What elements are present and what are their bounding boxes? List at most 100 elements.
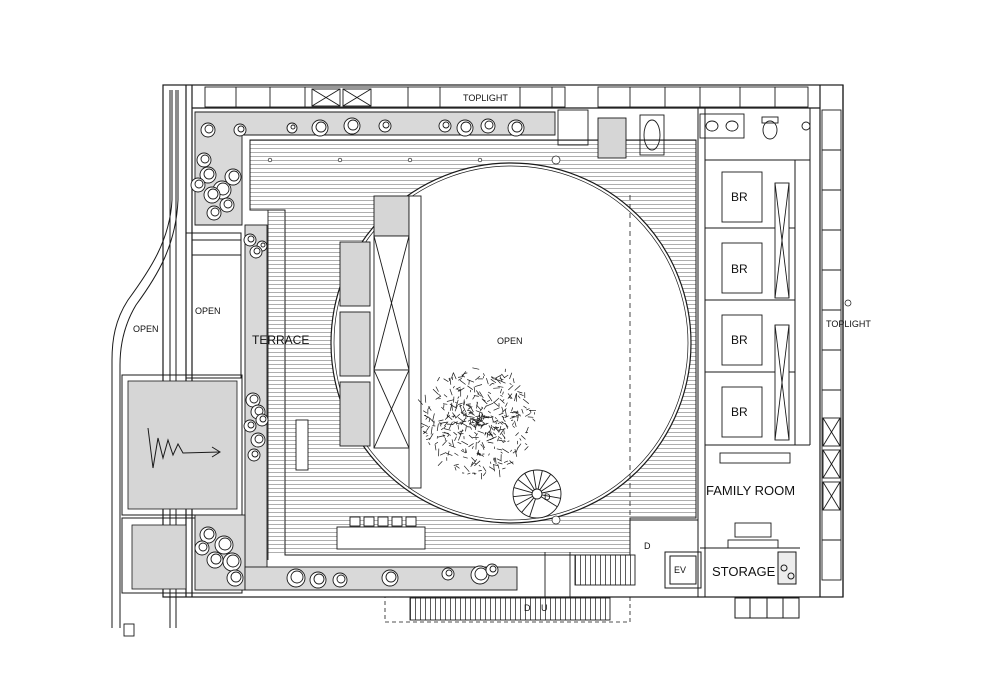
- tree-stroke: [514, 420, 517, 427]
- marker-box: [123, 623, 135, 637]
- tree-stroke: [507, 440, 510, 442]
- stair-tread: [532, 470, 537, 490]
- tree-stroke: [481, 441, 485, 449]
- tree-stroke: [447, 450, 450, 456]
- tree-stroke: [493, 387, 501, 389]
- tree-stroke: [459, 430, 462, 433]
- tree-stroke: [440, 428, 444, 431]
- tree-stroke: [443, 378, 449, 382]
- tree-stroke: [459, 429, 464, 436]
- shrub-inner: [247, 421, 255, 429]
- toplight-strip-top: [204, 86, 809, 108]
- tree-stroke: [443, 425, 447, 429]
- label-toplight-top: TOPLIGHT: [463, 93, 508, 103]
- tree-stroke: [471, 446, 474, 450]
- tree-stroke: [421, 425, 424, 428]
- tree-stroke: [524, 413, 531, 417]
- tree-stroke: [437, 435, 446, 438]
- tree-stroke: [499, 398, 505, 404]
- tree-stroke: [500, 394, 503, 397]
- tree-stroke: [478, 470, 482, 472]
- tree-stroke: [474, 384, 483, 387]
- tree-stroke: [453, 431, 458, 436]
- tree-stroke: [455, 399, 459, 408]
- tree-stroke: [456, 388, 460, 392]
- shrub-inner: [336, 574, 346, 584]
- tree-stroke: [452, 385, 455, 389]
- tree-stroke: [473, 423, 476, 428]
- tree-stroke: [473, 472, 476, 475]
- tree-stroke: [516, 414, 521, 416]
- tree-stroke: [517, 395, 521, 399]
- tree-stroke: [421, 422, 429, 427]
- tree-stroke: [463, 465, 470, 472]
- tree-stroke: [423, 430, 425, 434]
- shrub-inner: [203, 528, 215, 540]
- tree-stroke: [502, 448, 509, 454]
- stair-tread: [539, 474, 552, 491]
- tree-stroke: [494, 417, 497, 420]
- tree-stroke: [509, 383, 512, 385]
- tree-stroke: [485, 416, 492, 418]
- tree-stroke: [458, 433, 462, 441]
- tree-stroke: [468, 380, 470, 385]
- tree-stroke: [511, 415, 519, 418]
- tree-stroke: [515, 393, 517, 397]
- tree-stroke: [438, 419, 444, 422]
- tree-stroke: [497, 462, 503, 465]
- label-br-4: BR: [731, 405, 748, 419]
- tree-stroke: [453, 421, 460, 425]
- tree-stroke: [448, 421, 453, 430]
- tree-stroke: [499, 428, 505, 435]
- tree-stroke: [437, 461, 443, 466]
- tree-stroke: [442, 432, 449, 434]
- tree-stroke: [441, 406, 445, 411]
- tree-stroke: [524, 443, 528, 446]
- tree-stroke: [494, 374, 502, 379]
- tree-stroke: [471, 459, 478, 466]
- tree-stroke: [461, 373, 465, 377]
- shrub-inner: [200, 154, 210, 164]
- tree-stroke: [501, 440, 506, 442]
- tree-stroke: [515, 432, 519, 437]
- tree-stroke: [457, 388, 462, 392]
- tree-stroke: [481, 454, 484, 457]
- tree-stroke: [417, 399, 423, 405]
- bedroom-furniture: [719, 171, 791, 549]
- tree-stroke: [482, 472, 487, 477]
- tree-stroke: [466, 395, 469, 400]
- tree-stroke: [435, 395, 442, 400]
- tree-stroke: [511, 415, 515, 419]
- shrub-inner: [251, 450, 259, 458]
- tree-stroke: [479, 419, 485, 424]
- tree-stroke: [463, 417, 467, 421]
- tree-stroke: [525, 426, 529, 434]
- shrub-inner: [347, 119, 359, 131]
- tree-stroke: [459, 379, 466, 385]
- terrace-furniture: [295, 419, 426, 550]
- tree-stroke: [498, 379, 506, 384]
- tree-stroke: [476, 417, 481, 421]
- shrub-inner: [204, 124, 214, 134]
- stair-tread: [541, 488, 561, 494]
- shrub-inner: [253, 247, 261, 255]
- shrub-inner: [460, 121, 472, 133]
- tree-stroke: [455, 413, 461, 419]
- tree-stroke: [502, 399, 505, 402]
- stair-tread: [513, 494, 533, 498]
- left-open-void: [185, 232, 242, 379]
- tree-stroke: [509, 372, 513, 380]
- tree-stroke: [501, 406, 504, 413]
- tree-stroke: [487, 410, 491, 414]
- tree-stroke: [442, 403, 448, 405]
- tree-stroke: [477, 393, 482, 397]
- tree-stroke: [463, 401, 466, 406]
- tree-stroke: [508, 385, 514, 391]
- tree-stroke: [444, 431, 451, 436]
- tree-stroke: [507, 393, 513, 399]
- tree-stroke: [466, 415, 474, 418]
- tree-stroke: [467, 404, 470, 408]
- tree-stroke: [511, 419, 514, 421]
- tree-stroke: [481, 414, 485, 418]
- tree-stroke: [489, 383, 493, 386]
